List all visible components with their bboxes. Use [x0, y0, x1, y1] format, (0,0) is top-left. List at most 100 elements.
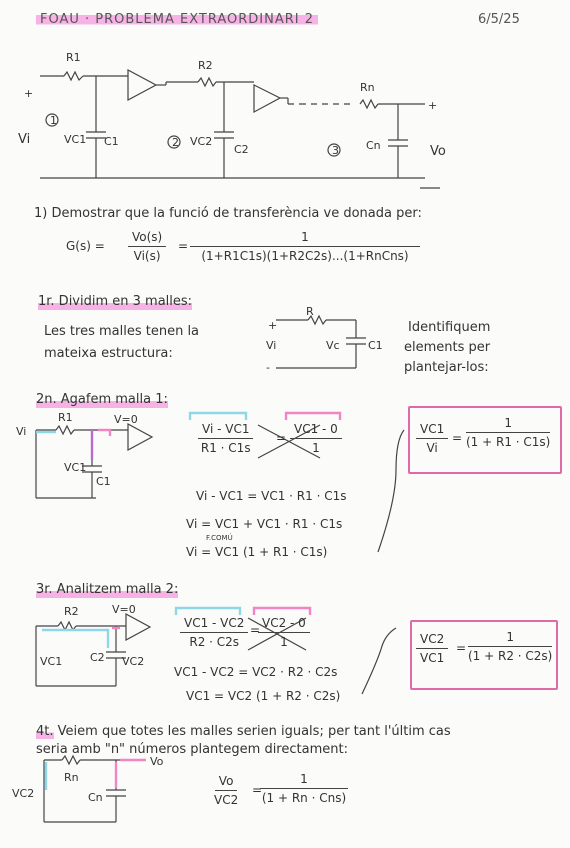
- step1-c1: C1: [368, 339, 383, 352]
- step4-result-lhs: Vo VC2: [214, 774, 238, 807]
- label-vc1: VC1: [64, 133, 87, 146]
- step2-comu: F.COMÚ: [206, 534, 233, 542]
- step4-result-rhs: 1 (1 + Rn · Cns): [260, 772, 348, 805]
- step1-vi: Vi: [266, 339, 277, 352]
- step3-eq-left: VC1 - VC2 R2 · C2s: [180, 616, 249, 649]
- step3-eq-num-l: VC1 - VC2: [180, 616, 249, 633]
- step4-res-rden: (1 + Rn · Cns): [261, 791, 347, 805]
- step3-eq-right: VC2 - 0 1: [258, 616, 310, 649]
- step3-res-rnum: 1: [468, 630, 553, 647]
- step1-vc: Vc: [326, 339, 340, 352]
- step2-r1: R1: [58, 411, 73, 424]
- label-plus-in: +: [24, 87, 34, 100]
- step4-line: 4t. Veiem que totes les malles serien ig…: [36, 724, 451, 740]
- step4-rn: Rn: [64, 771, 79, 784]
- page-title: FOAU · PROBLEMA EXTRAORDINARI 2: [36, 12, 319, 27]
- step3-eq-den-l: R2 · C2s: [189, 635, 240, 649]
- step3-heading: 3r. Analitzem malla 2:: [36, 582, 179, 598]
- label-r1: R1: [66, 51, 81, 64]
- step3-result-lhs: VC2 VC1: [416, 632, 449, 665]
- step3-v0: V=0: [112, 603, 136, 616]
- q1-g: G(s) =: [66, 239, 105, 253]
- step3-res-den: VC1: [420, 651, 445, 665]
- step1-note3: plantejar-los:: [404, 360, 489, 375]
- step2-res-rnum: 1: [466, 416, 551, 433]
- step1-note2: elements per: [404, 340, 491, 355]
- label-vc2: VC2: [190, 135, 213, 148]
- q1-lhs-num: Vo(s): [128, 230, 167, 247]
- q1-lhs-fraction: Vo(s) Vi(s): [128, 230, 167, 263]
- step1-plus: +: [268, 319, 278, 332]
- step2-vi: Vi: [16, 425, 27, 438]
- step1-r: R: [306, 305, 314, 318]
- step3-line2: VC1 = VC2 (1 + R2 · C2s): [186, 689, 341, 703]
- step3-line1: VC1 - VC2 = VC2 · R2 · C2s: [174, 665, 338, 679]
- step4-heading: 4t.: [36, 724, 54, 739]
- step4-res-rnum: 1: [260, 772, 348, 789]
- step1-minus: -: [266, 361, 270, 374]
- page-date: 6/5/25: [478, 12, 520, 27]
- label-r2: R2: [198, 59, 213, 72]
- step4-vc2: VC2: [12, 787, 35, 800]
- label-c1: C1: [104, 135, 119, 148]
- label-vo: Vo: [430, 144, 446, 159]
- step3-c2: C2: [90, 651, 105, 664]
- step4-text1: Veiem que totes les malles serien iguals…: [57, 724, 451, 739]
- step2-vc1: VC1: [64, 461, 87, 474]
- step2-result-lhs: VC1 Vi: [416, 422, 449, 455]
- step3-result-box: [410, 620, 558, 690]
- step3-result-rhs: 1 (1 + R2 · C2s): [468, 630, 552, 663]
- step1-heading: 1r. Dividim en 3 malles:: [38, 294, 193, 310]
- step2-line2: Vi = VC1 + VC1 · R1 · C1s: [186, 517, 343, 531]
- label-c2: C2: [234, 143, 249, 156]
- step2-eq-num-l: Vi - VC1: [198, 422, 254, 439]
- step2-res-rden: (1 + R1 · C1s): [466, 435, 551, 449]
- step2-result-box: [408, 406, 562, 474]
- q1-rhs-fraction: 1 (1+R1C1s)(1+R2C2s)...(1+RnCns): [190, 230, 420, 263]
- q1-statement: 1) Demostrar que la funció de transferèn…: [34, 206, 422, 221]
- step2-res-den: Vi: [426, 441, 438, 455]
- step3-eq-num-r: VC2 - 0: [258, 616, 310, 633]
- step2-line1: Vi - VC1 = VC1 · R1 · C1s: [196, 489, 347, 503]
- step4-res-num: Vo: [214, 774, 238, 791]
- step3-res-num: VC2: [416, 632, 449, 649]
- q1-equals: =: [178, 239, 189, 253]
- step2-line3: Vi = VC1 (1 + R1 · C1s): [186, 545, 328, 559]
- step1-note1: Identifiquem: [408, 320, 491, 335]
- step3-r2: R2: [64, 605, 79, 618]
- step3-eq-den-r: 1: [280, 635, 288, 649]
- step2-eq-num-r: VC1 - 0: [290, 422, 342, 439]
- step2-c1: C1: [96, 475, 111, 488]
- label-vi: Vi: [18, 132, 31, 147]
- step1-text2: mateixa estructura:: [44, 346, 173, 361]
- step2-result-rhs: 1 (1 + R1 · C1s): [466, 416, 550, 449]
- step3-vc2: VC2: [122, 655, 145, 668]
- step3-eq-sign: =: [250, 623, 261, 637]
- label-plus-out: +: [428, 99, 438, 112]
- step2-heading: 2n. Agafem malla 1:: [36, 392, 168, 408]
- step4-text2: seria amb "n" números plantegem directam…: [36, 742, 348, 757]
- step2-eq-den-l: R1 · C1s: [200, 441, 251, 455]
- q1-rhs-num: 1: [190, 230, 420, 247]
- label-rn: Rn: [360, 81, 375, 94]
- step2-res-num: VC1: [416, 422, 449, 439]
- step2-eq-right: VC1 - 0 1: [290, 422, 342, 455]
- stage-2: 2: [172, 136, 179, 149]
- q1-rhs-den: (1+R1C1s)(1+R2C2s)...(1+RnCns): [201, 249, 409, 263]
- step3-vc1: VC1: [40, 655, 63, 668]
- stage-3: 3: [332, 144, 339, 157]
- step4-res-den: VC2: [214, 793, 239, 807]
- step1-text1: Les tres malles tenen la: [44, 324, 200, 339]
- step3-res-eq: =: [456, 641, 467, 655]
- step2-eq-den-r: 1: [312, 441, 320, 455]
- label-cn: Cn: [366, 139, 381, 152]
- step4-cn: Cn: [88, 791, 103, 804]
- stage-1: 1: [50, 114, 57, 127]
- step2-res-eq: =: [452, 431, 463, 445]
- step4-res-eq: =: [252, 783, 263, 797]
- step2-v0: V=0: [114, 413, 138, 426]
- q1-lhs-den: Vi(s): [133, 249, 161, 263]
- step2-eq-sign: =: [276, 431, 287, 445]
